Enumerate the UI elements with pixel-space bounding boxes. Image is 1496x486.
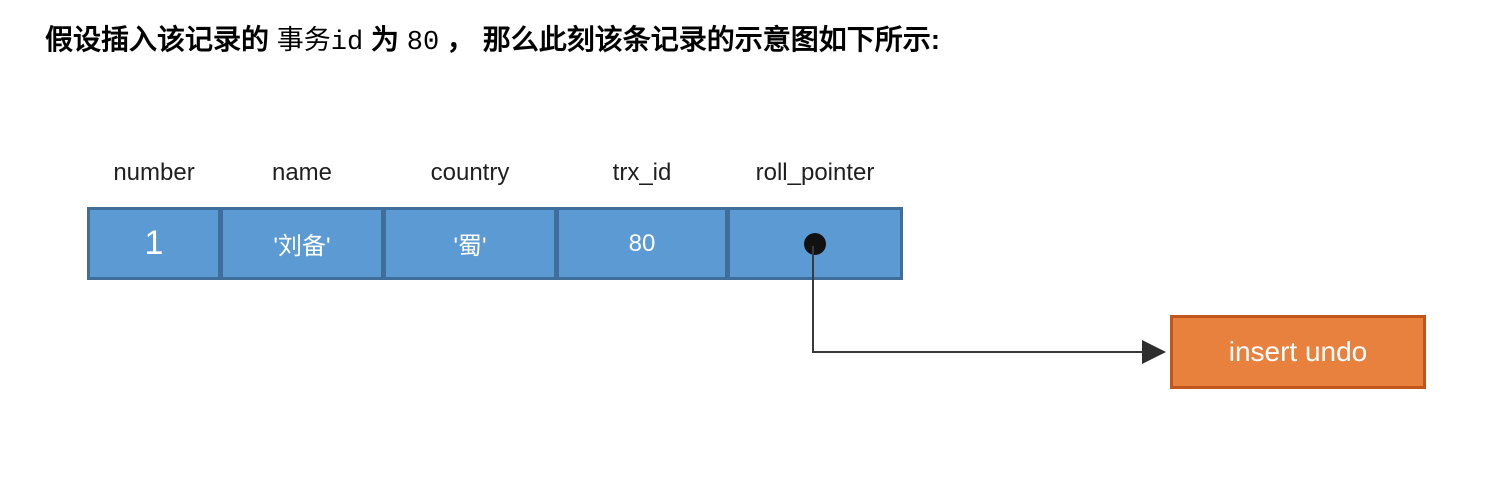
column-header-number: number: [113, 159, 195, 186]
intro-code-trx-id: 事务id: [276, 28, 364, 58]
intro-segment-mid: 为: [363, 24, 407, 55]
intro-segment-tail: ， 那么此刻该条记录的示意图如下所示:: [439, 24, 941, 55]
cell-country: '蜀': [386, 210, 554, 277]
insert-undo-box: insert undo: [1170, 315, 1426, 389]
intro-text: 假设插入该记录的 事务id 为 80 ， 那么此刻该条记录的示意图如下所示:: [45, 22, 940, 61]
insert-undo-label: insert undo: [1228, 336, 1368, 367]
cell-trx-id: 80: [559, 210, 725, 277]
pointer-dot-icon: [804, 232, 826, 255]
column-header-name: name: [271, 159, 333, 186]
arrowhead-icon: [1142, 340, 1166, 364]
pointer-connector-horizontal: [812, 351, 1144, 353]
column-header-row: number name country trx_id roll_pointer: [90, 158, 900, 188]
pointer-connector-vertical: [812, 246, 814, 353]
intro-segment-lead: 假设插入该记录的: [45, 24, 277, 55]
intro-code-80: 80: [406, 28, 440, 58]
cell-name: '刘备': [223, 210, 381, 277]
column-header-country: country: [430, 159, 510, 186]
column-header-roll-pointer: roll_pointer: [755, 159, 875, 186]
cell-roll-pointer: [730, 210, 900, 277]
column-header-trx-id: trx_id: [612, 159, 672, 186]
record-row: 1 '刘备' '蜀' 80: [87, 207, 903, 280]
cell-number: 1: [90, 210, 218, 277]
